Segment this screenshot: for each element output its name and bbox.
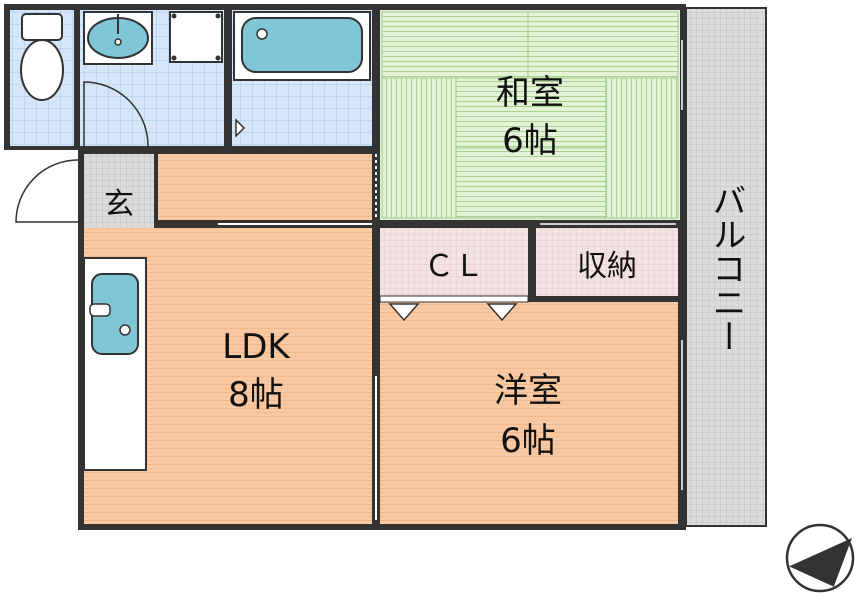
- washbasin-icon: [83, 11, 153, 65]
- balcony: [685, 7, 767, 527]
- storage-label: 収納: [577, 249, 637, 284]
- entrance-door: [15, 159, 79, 223]
- closet-door-icon: [486, 303, 518, 322]
- ldk-name: LDK: [222, 327, 291, 367]
- storage: [536, 228, 678, 296]
- closet-door-icon: [388, 303, 420, 322]
- washitsu-size: 6帖: [502, 121, 558, 161]
- entrance-label: 玄: [104, 187, 134, 222]
- youshitsu-size: 6帖: [500, 421, 556, 461]
- youshitsu-name: 洋室: [494, 371, 562, 411]
- balcony-label: バルコニー: [706, 183, 746, 353]
- compass-icon: [785, 523, 855, 593]
- ldk-size: 8帖: [228, 375, 284, 415]
- bath-door-icon: [235, 118, 246, 138]
- bathtub-icon: [233, 11, 371, 81]
- kitchen-sink-icon: [83, 257, 147, 471]
- hallway: [158, 154, 372, 220]
- toilet-icon: [20, 13, 64, 101]
- washing-machine-icon: [169, 11, 223, 63]
- washitsu-name: 和室: [496, 73, 564, 113]
- closet-label: ＣＬ: [424, 249, 484, 284]
- washroom-door: [83, 81, 149, 147]
- youshitsu-room: [380, 302, 678, 524]
- closet: [380, 228, 528, 296]
